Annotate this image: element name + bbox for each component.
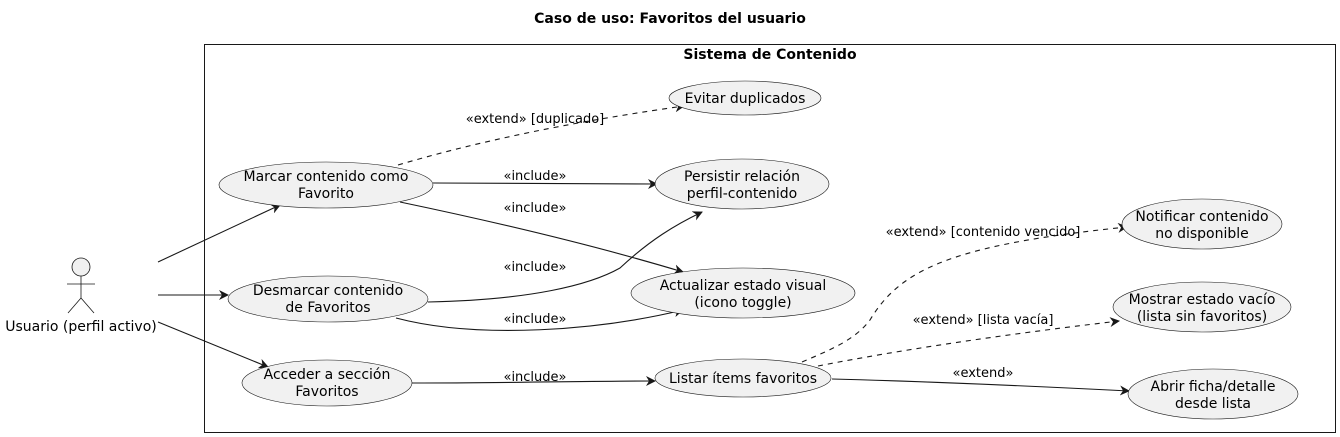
use-case-label: Favorito [298, 186, 354, 202]
edge-desmarcar-actualizar [395, 307, 684, 331]
edge-desmarcar-persistir [427, 211, 703, 303]
edge-actor-marcar [157, 204, 281, 263]
use-case-persistir[interactable]: Persistir relación perfil-contenido [654, 158, 830, 210]
use-case-label: perfil-contenido [687, 186, 797, 202]
use-case-label: de Favoritos [285, 300, 370, 316]
use-case-label: Persistir relación [684, 169, 800, 185]
actor[interactable]: Usuario (perfil activo) [5, 257, 157, 335]
use-case-evitar[interactable]: Evitar duplicados [668, 80, 822, 116]
actor-left-leg [67, 297, 82, 314]
diagram-title: Caso de uso: Favoritos del usuario [534, 11, 806, 27]
use-case-label: Favoritos [295, 384, 358, 400]
use-case-listar[interactable]: Listar ítems favoritos [654, 358, 832, 398]
use-case-actualizar[interactable]: Actualizar estado visual (icono toggle) [630, 267, 856, 319]
use-case-label: (icono toggle) [694, 295, 791, 311]
use-case-label: Evitar duplicados [685, 91, 806, 107]
use-case-label: Marcar contenido como [244, 169, 409, 185]
label-include-desmarcar-actualizar: «include» [503, 312, 566, 327]
use-case-abrir[interactable]: Abrir ficha/detalle desde lista [1127, 368, 1299, 420]
label-extend-vencido: «extend» [contenido vencido] [886, 225, 1081, 240]
label-include-marcar-persistir: «include» [503, 169, 566, 184]
edges [157, 102, 1130, 396]
use-case-mostrar[interactable]: Mostrar estado vacío (lista sin favorito… [1112, 281, 1292, 333]
label-extend-abrir: «extend» [953, 366, 1014, 381]
label-include-marcar-actualizar: «include» [503, 201, 566, 216]
use-case-label: Notificar contenido [1135, 209, 1268, 225]
edge-actor-acceder [157, 321, 269, 369]
use-case-label: no disponible [1155, 226, 1249, 242]
use-case-desmarcar[interactable]: Desmarcar contenido de Favoritos [227, 275, 429, 323]
use-case-label: Acceder a sección [264, 367, 391, 383]
use-case-notificar[interactable]: Notificar contenido no disponible [1121, 198, 1283, 250]
edge-acceder-listar [411, 376, 656, 387]
use-case-label: Abrir ficha/detalle [1151, 379, 1276, 395]
edge-marcar-evitar [397, 102, 685, 166]
use-case-label: Mostrar estado vacío [1129, 292, 1276, 308]
edge-listar-abrir [831, 378, 1130, 396]
edge-marcar-actualizar [399, 201, 684, 275]
use-case-label: Desmarcar contenido [253, 283, 403, 299]
use-case-label: desde lista [1175, 396, 1251, 412]
label-include-acceder-listar: «include» [503, 370, 566, 385]
actor-right-leg [80, 297, 95, 314]
label-include-desmarcar-persistir: «include» [503, 260, 566, 275]
system-boundary [204, 44, 1336, 433]
edge-listar-mostrar [817, 317, 1120, 367]
use-case-marcar[interactable]: Marcar contenido como Favorito [218, 161, 434, 209]
use-case-label: (lista sin favoritos) [1137, 309, 1267, 325]
edge-labels: «extend» [duplicado] «include» «include»… [466, 112, 1081, 385]
label-extend-vacia: «extend» [lista vacía] [913, 313, 1054, 328]
system-title: Sistema de Contenido [683, 47, 857, 63]
use-case-label: Listar ítems favoritos [669, 371, 817, 387]
label-extend-duplicado: «extend» [duplicado] [466, 112, 605, 127]
edge-marcar-persistir [432, 178, 658, 189]
actor-head [71, 257, 91, 277]
actor-label: Usuario (perfil activo) [5, 319, 157, 335]
use-case-label: Actualizar estado visual [660, 278, 827, 294]
use-case-acceder[interactable]: Acceder a sección Favoritos [241, 359, 413, 407]
